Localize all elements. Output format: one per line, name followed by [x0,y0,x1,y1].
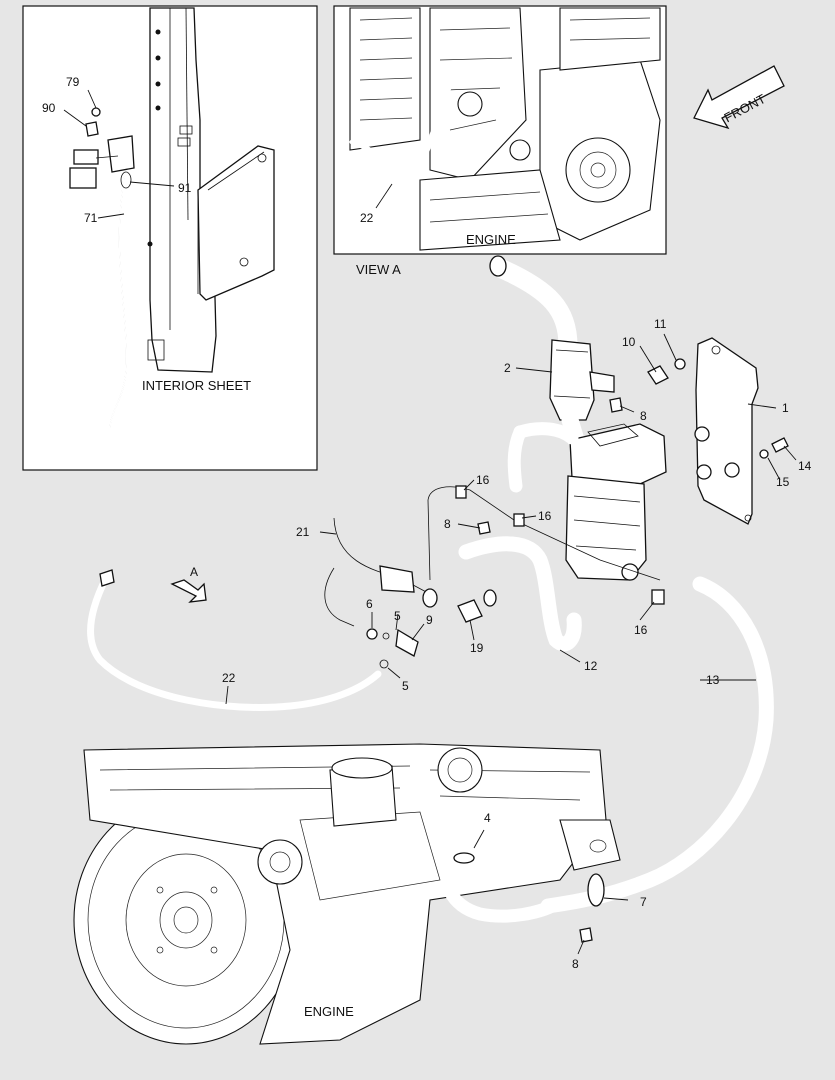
exhaust-muffler [489,255,615,449]
mounting-bracket [609,337,789,525]
direction-a-label: A [190,565,198,579]
callout-19: 19 [470,641,484,655]
callout-12: 12 [584,659,598,673]
callout-71: 71 [84,211,98,225]
callout-8-top: 8 [640,409,647,423]
callout-90: 90 [42,101,56,115]
view-a-inset [333,5,785,255]
callout-8-bottom: 8 [572,957,579,971]
callout-16-mid: 16 [538,509,552,523]
callout-10: 10 [622,335,636,349]
callout-13: 13 [706,673,720,687]
callout-16-right: 16 [634,623,648,637]
caption-view-a: VIEW A [356,262,401,277]
engine-main [73,743,621,1045]
callout-21: 21 [296,525,310,539]
callout-7: 7 [640,895,647,909]
callout-8-mid: 8 [444,517,451,531]
callout-22-main: 22 [222,671,236,685]
callout-14: 14 [798,459,812,473]
callout-5-bottom: 5 [402,679,409,693]
callout-91: 91 [178,181,192,195]
interior-sheet-inset [22,5,318,471]
callout-16-top: 16 [476,473,490,487]
callout-9: 9 [426,613,433,627]
caption-interior-sheet: INTERIOR SHEET [142,378,251,393]
callout-5-top: 5 [394,609,401,623]
callout-numbers: 79 90 91 71 22 11 10 2 1 8 14 15 16 21 8… [42,75,812,971]
callout-6: 6 [366,597,373,611]
heater-unit [507,422,667,581]
callout-2: 2 [504,361,511,375]
leader-lines [225,333,797,955]
caption-engine-main: ENGINE [304,1004,354,1019]
callout-79: 79 [66,75,80,89]
caption-engine-view-a: ENGINE [466,232,516,247]
callout-11: 11 [654,317,667,331]
fuel-system [170,485,665,669]
callout-15: 15 [776,475,790,489]
callout-1: 1 [782,401,789,415]
callout-22-view-a: 22 [360,211,374,225]
coolant-hoses [87,536,774,943]
callout-4: 4 [484,811,491,825]
